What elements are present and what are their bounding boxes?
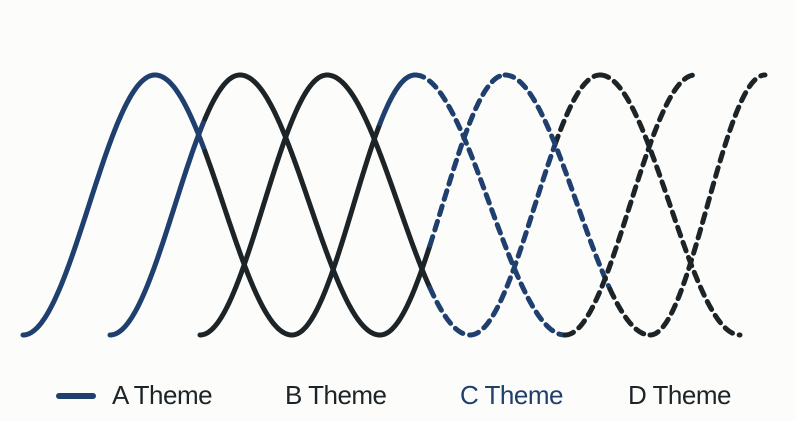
- wave-segment-8-0: [412, 72, 568, 338]
- wave-segment-3-0: [197, 72, 330, 338]
- wave-segment-7-0: [377, 242, 433, 338]
- overlapping-wave-diagram: [20, 72, 768, 338]
- wave-segment-1-1: [202, 72, 243, 122]
- legend-swatch-line: [56, 393, 96, 399]
- wave-segment-9-0: [467, 142, 558, 338]
- legend-a-theme: A Theme: [112, 380, 213, 410]
- wave-segment-13-0: [647, 72, 768, 338]
- wave-segment-0-0: [20, 72, 158, 338]
- wave-segment-2-1: [202, 149, 295, 338]
- wave-segment-12-0: [597, 72, 743, 338]
- legend-b-theme: B Theme: [285, 380, 387, 410]
- wave-segment-5-1: [377, 72, 418, 127]
- wave-segment-11-0: [562, 72, 698, 338]
- wave-segment-9-1: [552, 72, 603, 148]
- wave-segment-6-0: [324, 72, 433, 291]
- wave-segment-7-1: [427, 72, 508, 248]
- legend-d-theme: D Theme: [628, 380, 731, 410]
- legend-c-theme: C Theme: [460, 380, 563, 410]
- wave-segment-6-1: [427, 285, 473, 338]
- wave-segment-1-0: [107, 116, 208, 338]
- wave-segment-2-0: [152, 72, 208, 154]
- wave-segment-4-0: [237, 72, 383, 338]
- wave-segment-10-1: [607, 286, 653, 338]
- wave-segment-5-0: [289, 121, 383, 338]
- wave-segment-10-0: [502, 72, 613, 292]
